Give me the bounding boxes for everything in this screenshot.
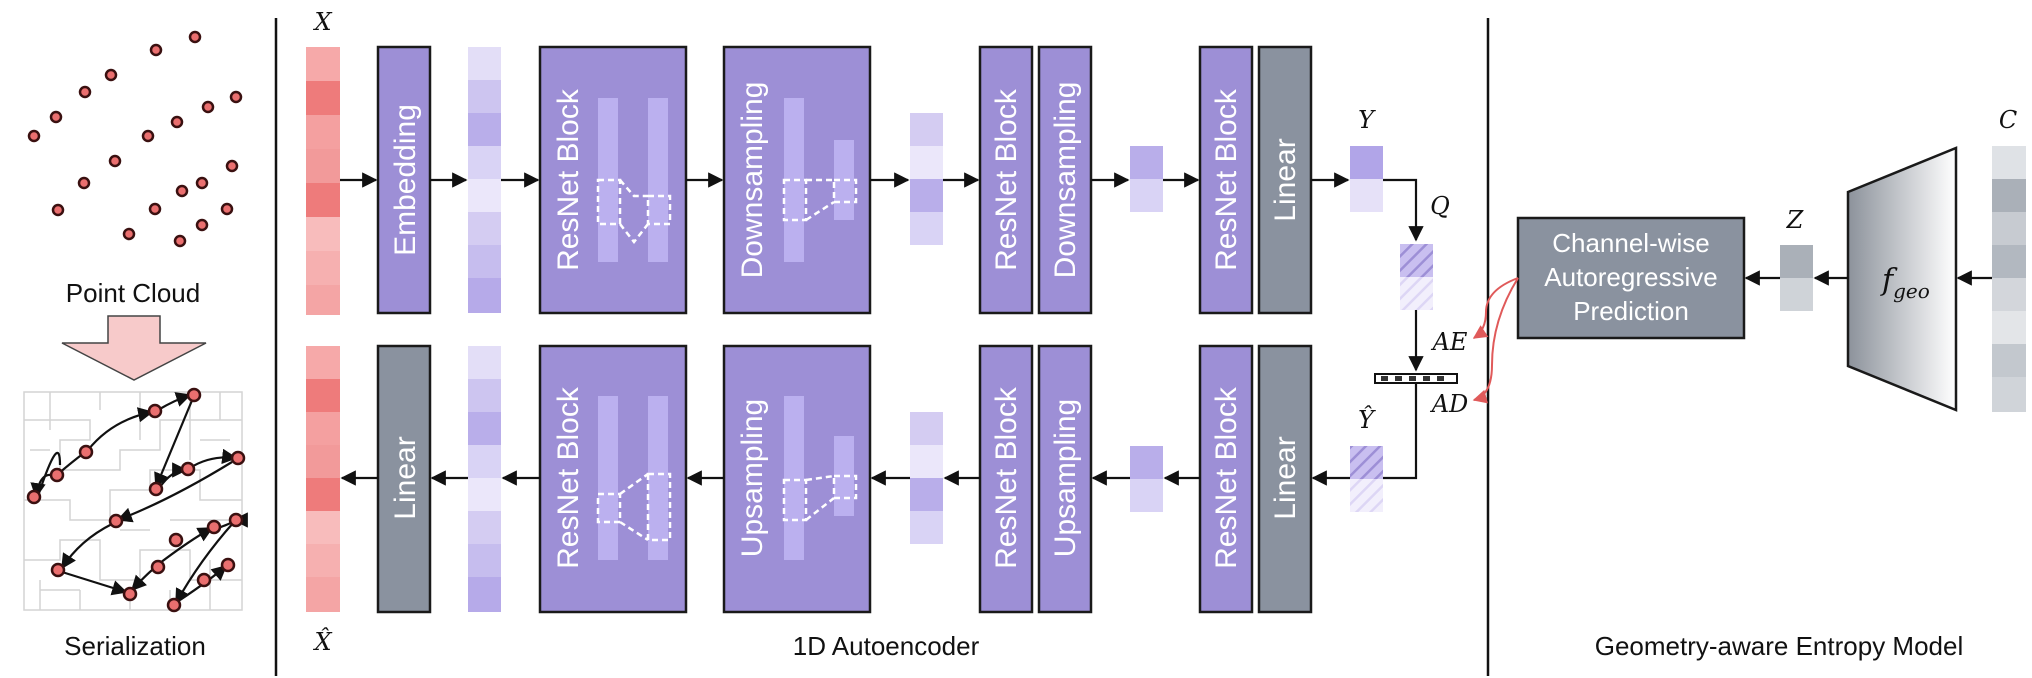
f-geo-network [1846,146,1958,412]
resnet-block-dec-3 [1198,344,1254,614]
feature-c [1992,146,2026,412]
downsampling-block-enc-2 [1037,45,1093,315]
prediction-line-2: Autoregressive [1544,262,1717,292]
resnet-label-enc-1: ResNet Block [552,88,585,271]
linear-block-dec-out [376,344,432,614]
linear-label-dec-out: Linear [389,436,422,519]
downsampling-label-enc-1: Downsampling [736,82,769,279]
linear-label-dec-in: Linear [1269,436,1302,519]
entropy-arrows [1472,270,1992,404]
symbol-x-hat: X̂ [312,628,332,656]
linear-label-enc: Linear [1269,138,1302,221]
upsampling-block-dec-2 [1037,344,1093,614]
down-arrow-shape [61,315,207,381]
resnet-block-enc-3 [1198,45,1254,315]
resnet-label-enc-2: ResNet Block [990,88,1023,271]
resnet-block-enc-2 [978,45,1034,315]
resnet-label-enc-3: ResNet Block [1210,88,1243,271]
output-feature-x-hat [306,346,340,612]
feature-map-dec-3 [1130,446,1163,512]
linear-block-enc [1257,45,1313,315]
feature-map-enc-2 [910,113,943,245]
upsampling-inner-dec-1 [782,396,858,560]
serialization-path [26,387,248,613]
resnet-inner-dec-1 [596,396,672,560]
resnet-label-dec-1: ResNet Block [552,386,585,569]
entropy-model-caption: Geometry-aware Entropy Model [1595,631,1963,661]
symbol-y-hat: Ŷ [1358,405,1376,434]
downsampling-inner-enc-1 [782,98,858,262]
encoder-arrows [340,172,1424,242]
feature-map-dec-1 [468,346,501,612]
serialization-label: Serialization [64,631,206,661]
downsampling-label-enc-2: Downsampling [1049,82,1082,279]
prediction-line-1: Channel-wise [1552,228,1710,258]
autoencoder-caption: 1D Autoencoder [793,631,980,661]
feature-map-dec-2 [910,412,943,544]
upsampling-label-dec-1: Upsampling [736,399,769,557]
linear-block-dec-in [1257,344,1313,614]
upsampling-label-dec-2: Upsampling [1049,399,1082,557]
feature-map-enc-1 [468,47,501,313]
feature-z [1780,245,1813,311]
symbol-z: Z [1786,206,1805,234]
prediction-line-3: Prediction [1573,296,1689,326]
serialization-grid [23,391,243,611]
input-feature-x [306,47,340,315]
quantized-feature [1400,244,1433,310]
prediction-box [1516,216,1746,340]
symbol-ae: AE [1431,328,1468,356]
symbol-y: Y [1358,106,1376,134]
resnet-inner-enc-1 [596,98,672,262]
symbol-ad: AD [1430,390,1469,418]
embedding-block [376,45,432,315]
resnet-label-dec-3: ResNet Block [1210,386,1243,569]
bitstream [1374,373,1458,384]
resnet-label-dec-2: ResNet Block [990,386,1023,569]
latent-y-hat [1350,446,1383,512]
point-cloud [27,30,243,248]
feature-map-enc-3 [1130,146,1163,212]
arrow-bitstream-down [1383,383,1418,480]
latent-y [1350,146,1383,212]
point-cloud-label: Point Cloud [66,278,200,308]
resnet-block-dec-2 [978,344,1034,614]
symbol-c: C [1999,106,2017,134]
embedding-label: Embedding [389,104,422,256]
symbol-x: X [312,8,332,36]
symbol-q: Q [1430,192,1450,220]
